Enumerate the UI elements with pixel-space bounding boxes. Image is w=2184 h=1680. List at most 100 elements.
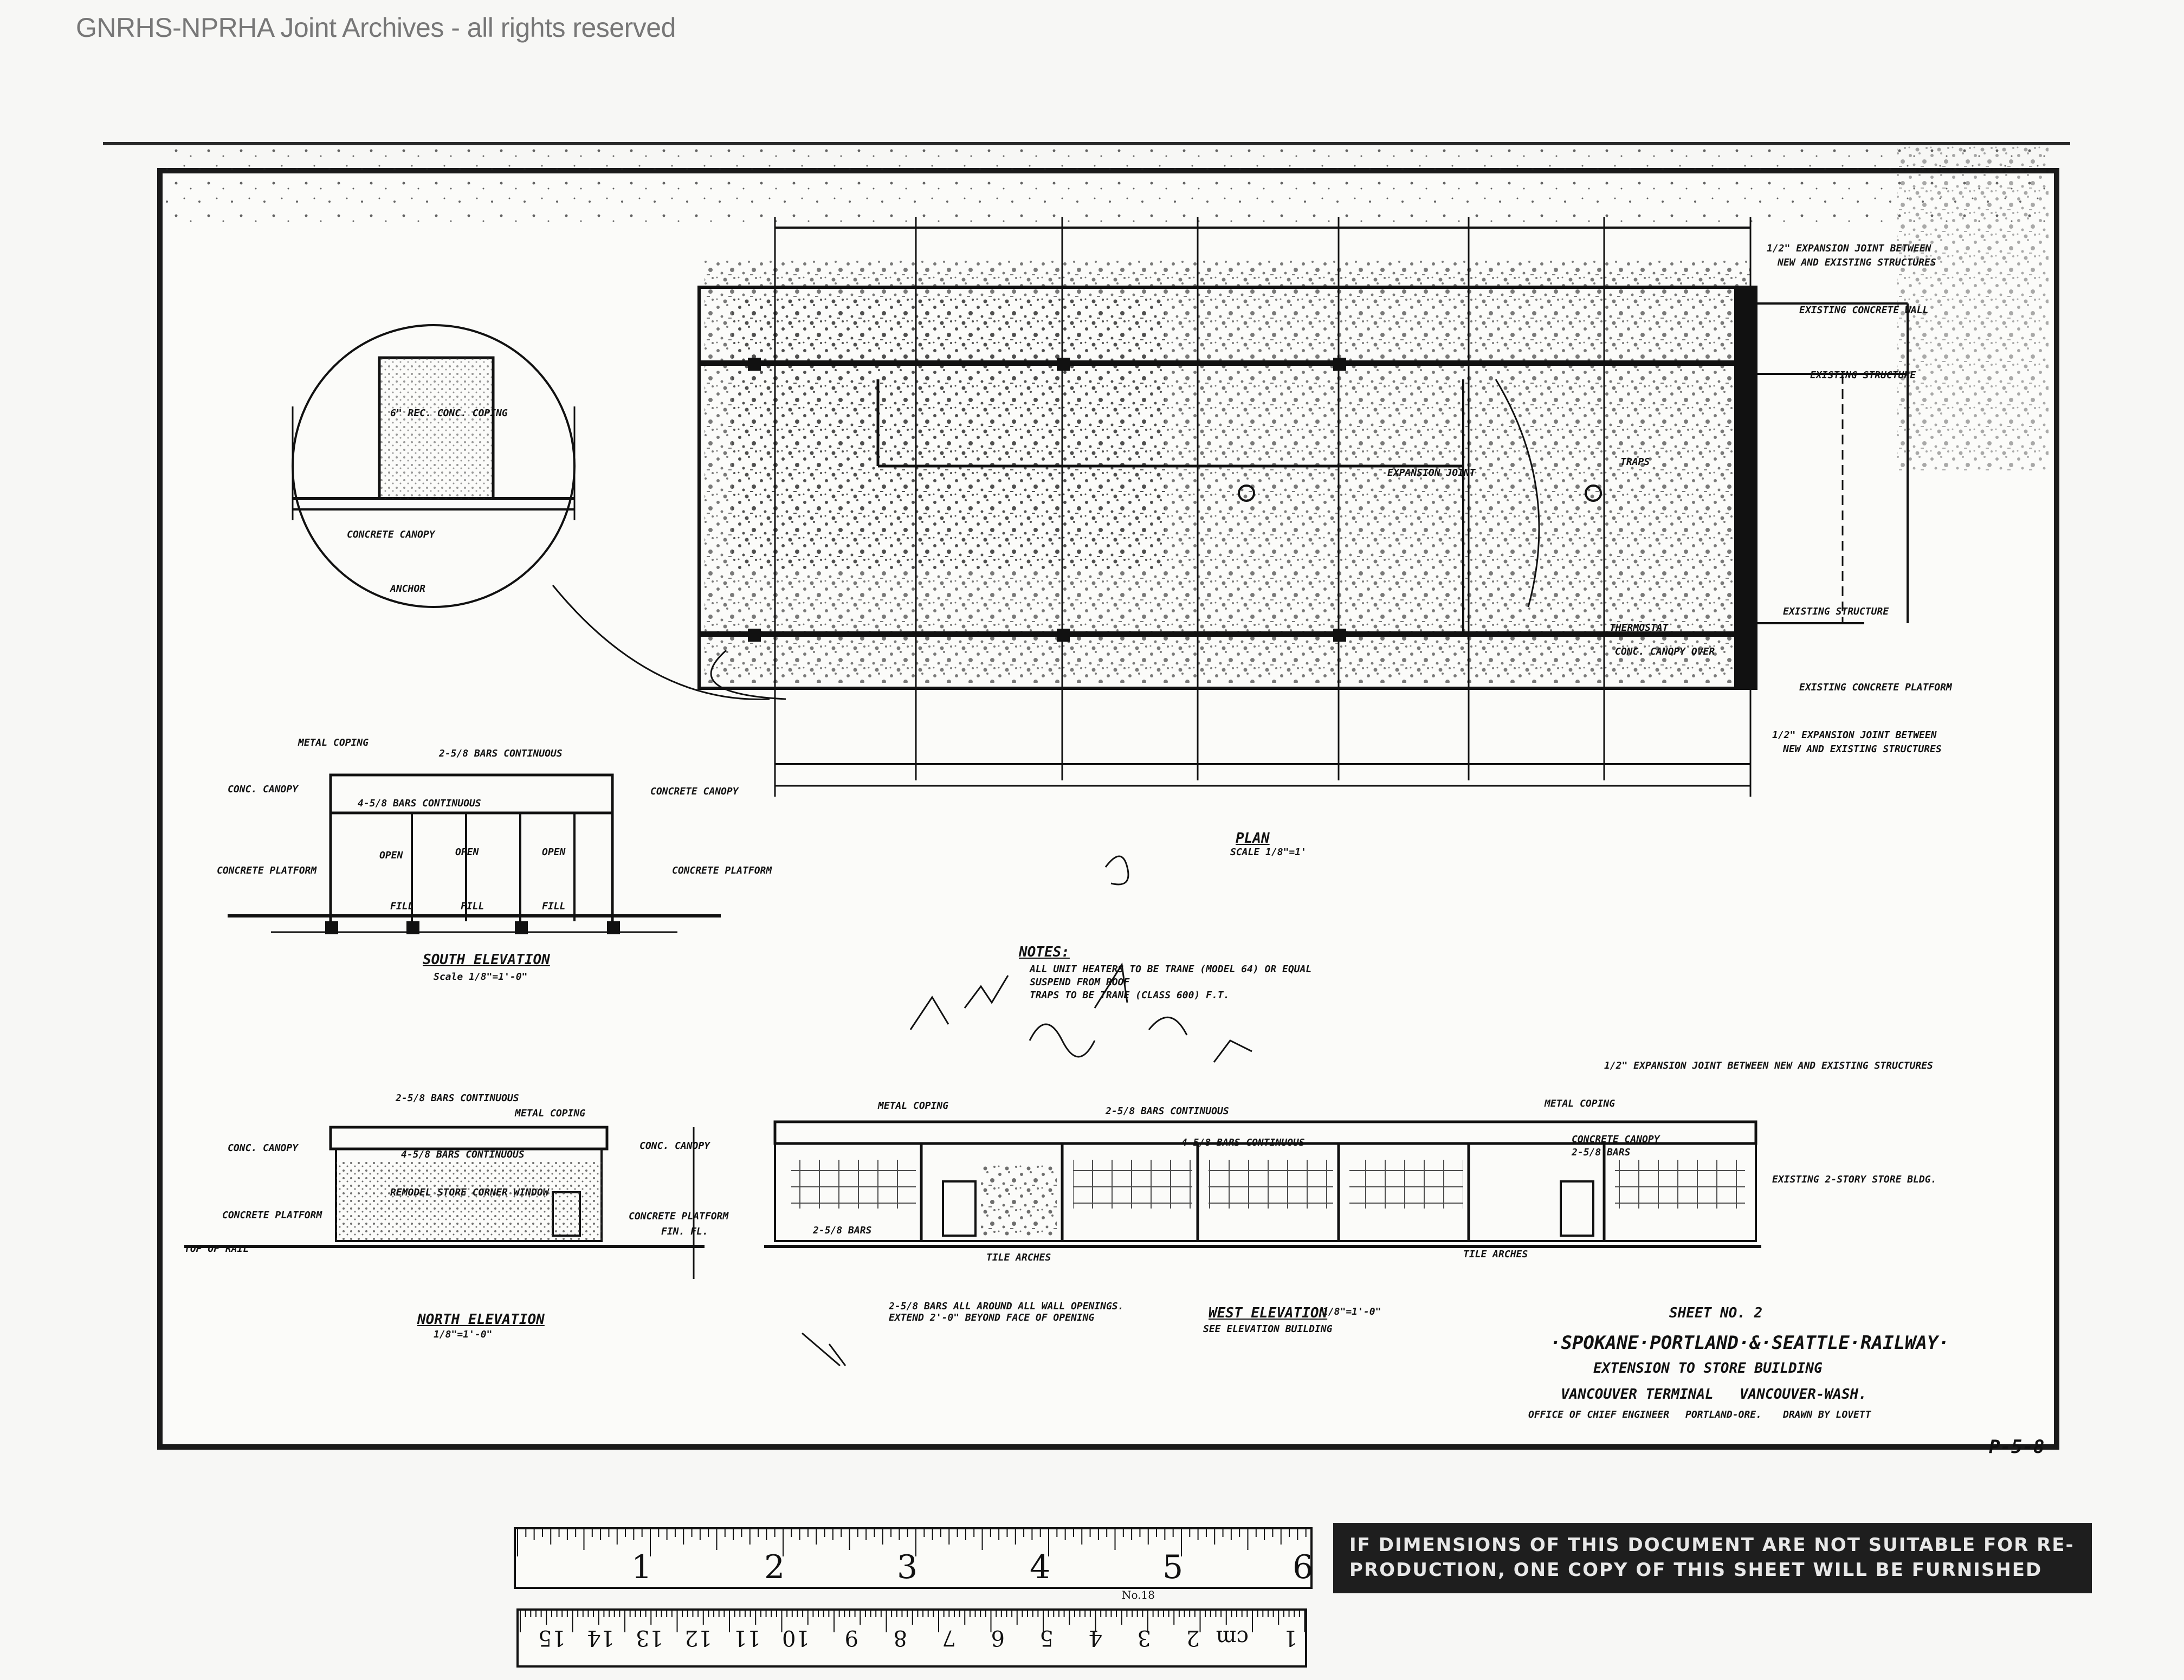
plan-existing-structure-bottom: EXISTING STRUCTURE bbox=[1783, 606, 1889, 617]
drawing-subject: EXTENSION TO STORE BUILDING bbox=[1593, 1360, 1823, 1377]
cm-label: 6 bbox=[991, 1625, 1005, 1650]
south-elevation-title: SOUTH ELEVATION bbox=[423, 952, 550, 968]
sheet-top-rule bbox=[103, 142, 2070, 145]
south-conc-canopy: CONC. CANOPY bbox=[228, 784, 299, 795]
notes-line-2: SUSPEND FROM ROOF bbox=[1030, 977, 1130, 988]
west-tile-arches-2: TILE ARCHES bbox=[1463, 1249, 1528, 1260]
inch-label-5: 5 bbox=[1162, 1548, 1183, 1586]
south-bars-top: 2-5/8 BARS CONTINUOUS bbox=[439, 748, 563, 759]
south-metal-coping: METAL COPING bbox=[298, 737, 369, 748]
plan-note-top-line1: 1/2" EXPANSION JOINT BETWEEN bbox=[1767, 243, 1931, 254]
north-fin-fl: FIN. FL. bbox=[661, 1226, 708, 1237]
inch-label-6: 6 bbox=[1293, 1548, 1313, 1586]
west-bars-2: 2-5/8 BARS bbox=[1572, 1147, 1631, 1158]
south-elevation-scale: Scale 1/8"=1'-0" bbox=[434, 971, 528, 983]
cm-label: 13 bbox=[636, 1625, 663, 1650]
cm-label: 11 bbox=[733, 1625, 761, 1650]
south-open-1: OPEN bbox=[379, 850, 403, 861]
west-elevation-title: WEST ELEVATION bbox=[1209, 1305, 1328, 1321]
west-bars-mid: 4-5/8 BARS CONTINUOUS bbox=[1181, 1137, 1305, 1148]
south-concrete-canopy: CONCRETE CANOPY bbox=[650, 786, 739, 797]
north-metal-coping: METAL COPING bbox=[515, 1108, 586, 1119]
cm-label: 5 bbox=[1040, 1625, 1054, 1650]
railway-name: ·SPOKANE·PORTLAND·&·SEATTLE·RAILWAY· bbox=[1550, 1332, 1949, 1354]
cm-label: 10 bbox=[782, 1625, 810, 1650]
cm-label: 8 bbox=[894, 1625, 907, 1650]
north-concrete-platform: CONCRETE PLATFORM bbox=[222, 1210, 322, 1221]
west-metal-coping-left: METAL COPING bbox=[878, 1100, 949, 1112]
west-elevation-subtitle: SEE ELEVATION BUILDING bbox=[1203, 1323, 1333, 1335]
north-elevation-title: NORTH ELEVATION bbox=[417, 1311, 545, 1328]
cm-label: 14 bbox=[587, 1625, 615, 1650]
notes-title: NOTES: bbox=[1019, 944, 1070, 960]
detail-label-coping: 6" REC. CONC. COPING bbox=[390, 408, 508, 419]
north-bars-top: 2-5/8 BARS CONTINUOUS bbox=[396, 1093, 519, 1104]
plan-existing-wall: EXISTING CONCRETE WALL bbox=[1799, 305, 1929, 316]
plan-note-bottom-line2: NEW AND EXISTING STRUCTURES bbox=[1783, 744, 1942, 755]
west-expansion-note: 1/2" EXPANSION JOINT BETWEEN NEW AND EXI… bbox=[1604, 1060, 1933, 1071]
south-fill-1: FILL bbox=[390, 901, 414, 912]
location-right: VANCOUVER-WASH. bbox=[1740, 1386, 1867, 1403]
cm-label: 1 bbox=[1284, 1625, 1297, 1650]
inch-label-1: 1 bbox=[631, 1548, 652, 1586]
notice-line-2: PRODUCTION, ONE COPY OF THIS SHEET WILL … bbox=[1349, 1559, 2043, 1581]
west-bars-note: 2-5/8 BARS ALL AROUND ALL WALL OPENINGS.… bbox=[889, 1301, 1124, 1323]
south-fill-3: FILL bbox=[542, 901, 566, 912]
plan-existing-platform: EXISTING CONCRETE PLATFORM bbox=[1799, 682, 1952, 693]
plan-note-bottom-line1: 1/2" EXPANSION JOINT BETWEEN bbox=[1772, 729, 1937, 741]
west-elevation-scale: 1/8"=1'-0" bbox=[1322, 1306, 1381, 1317]
inch-label-4: 4 bbox=[1030, 1548, 1050, 1586]
west-bars-top: 2-5/8 BARS CONTINUOUS bbox=[1106, 1106, 1229, 1117]
inch-label-3: 3 bbox=[897, 1548, 917, 1586]
north-conc-canopy: CONC. CANOPY bbox=[228, 1142, 299, 1154]
cm-label: 2 bbox=[1186, 1625, 1200, 1650]
location-left: VANCOUVER TERMINAL bbox=[1561, 1386, 1714, 1403]
drawn-by: DRAWN BY LOVETT bbox=[1783, 1409, 1871, 1420]
south-bars-mid: 4-5/8 BARS CONTINUOUS bbox=[358, 798, 481, 809]
plan-scale: SCALE 1/8"=1' bbox=[1230, 847, 1307, 858]
detail-label-anchor: ANCHOR bbox=[390, 583, 426, 595]
plan-expansion-joint: EXPANSION JOINT bbox=[1387, 467, 1476, 479]
north-conc-canopy-right: CONC. CANOPY bbox=[639, 1140, 710, 1152]
south-open-3: OPEN bbox=[542, 847, 566, 858]
plan-note-top-line2: NEW AND EXISTING STRUCTURES bbox=[1778, 257, 1936, 268]
west-bars-left: 2-5/8 BARS bbox=[813, 1225, 872, 1236]
pencil-annotations bbox=[802, 855, 1252, 1367]
detail-label-canopy: CONCRETE CANOPY bbox=[347, 529, 435, 540]
west-existing-store: EXISTING 2-STORY STORE BLDG. bbox=[1772, 1174, 1937, 1185]
plan-canopy-over: CONC. CANOPY OVER bbox=[1615, 646, 1715, 657]
west-metal-coping-right: METAL COPING bbox=[1545, 1098, 1616, 1109]
north-concrete-platform-right: CONCRETE PLATFORM bbox=[629, 1211, 729, 1222]
south-platform-right: CONCRETE PLATFORM bbox=[672, 865, 772, 876]
inch-ruler: 1 2 3 4 5 6 No.18 bbox=[514, 1527, 1313, 1601]
north-top-of-rail: TOP OF RAIL bbox=[184, 1243, 249, 1255]
cm-label: 9 bbox=[845, 1625, 858, 1650]
west-tile-arches: TILE ARCHES bbox=[986, 1252, 1051, 1263]
notice-line-1: IF DIMENSIONS OF THIS DOCUMENT ARE NOT S… bbox=[1349, 1534, 2075, 1556]
cm-label: 7 bbox=[942, 1625, 956, 1650]
cm-label: cm bbox=[1216, 1625, 1249, 1650]
north-bars-mid: 4-5/8 BARS CONTINUOUS bbox=[401, 1149, 525, 1160]
office-name: OFFICE OF CHIEF ENGINEER bbox=[1528, 1409, 1670, 1420]
cm-label: 4 bbox=[1089, 1625, 1102, 1650]
south-elevation-drawing bbox=[228, 773, 721, 934]
south-fill-2: FILL bbox=[461, 901, 484, 912]
plan-traps: TRAPS bbox=[1620, 456, 1650, 468]
inch-label-2: 2 bbox=[764, 1548, 785, 1586]
sheet-reference: P-5-8 bbox=[1989, 1436, 2045, 1458]
office-city: PORTLAND-ORE. bbox=[1685, 1409, 1762, 1420]
north-window: REMODEL STORE CORNER WINDOW bbox=[390, 1187, 549, 1198]
archive-watermark: GNRHS-NPRHA Joint Archives - all rights … bbox=[76, 12, 676, 43]
cm-label: 15 bbox=[538, 1625, 566, 1650]
sheet-number: SHEET NO. 2 bbox=[1669, 1305, 1763, 1321]
west-elevation-drawing bbox=[693, 1120, 1761, 1279]
notes-line-3: TRAPS TO BE TRANE (CLASS 600) F.T. bbox=[1030, 990, 1230, 1001]
plan-existing-structure-top: EXISTING STRUCTURE bbox=[1810, 370, 1916, 381]
cm-label: 3 bbox=[1138, 1625, 1151, 1650]
notes-line-1: ALL UNIT HEATERS TO BE TRANE (MODEL 64) … bbox=[1030, 964, 1312, 975]
north-elevation-scale: 1/8"=1'-0" bbox=[434, 1329, 493, 1340]
south-platform-left: CONCRETE PLATFORM bbox=[217, 865, 317, 876]
